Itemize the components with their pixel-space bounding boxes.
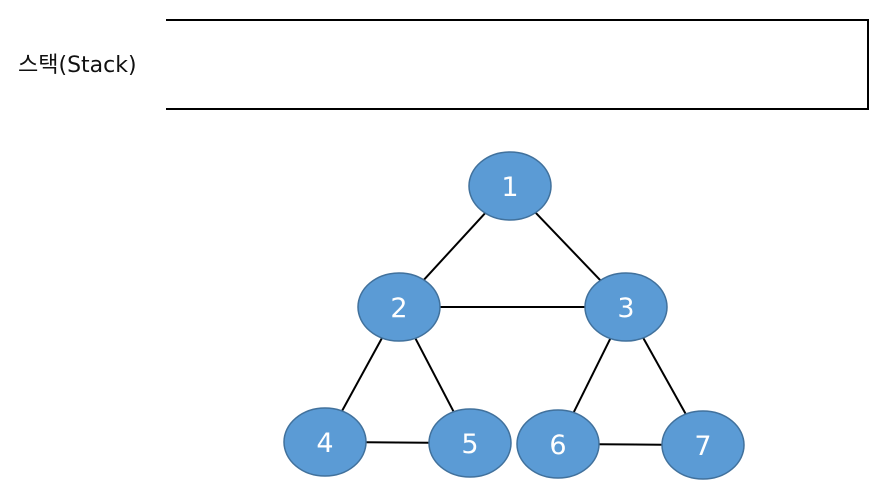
edge-1-2	[423, 212, 486, 281]
graph-nodes: 1 2 3 4 5 6 7	[283, 151, 745, 480]
node-1: 1	[468, 151, 552, 221]
edge-3-7	[642, 337, 687, 415]
node-5: 5	[428, 408, 512, 478]
node-5-label: 5	[461, 429, 478, 460]
node-6-circle	[516, 409, 600, 479]
graph-edges	[341, 211, 687, 446]
stack-label: 스택(Stack)	[18, 53, 137, 78]
stack-box	[166, 19, 869, 110]
node-2: 2	[357, 272, 441, 342]
node-6: 6	[516, 409, 600, 479]
node-2-label: 2	[390, 293, 407, 324]
node-2-circle	[357, 272, 441, 342]
node-3-circle	[584, 272, 668, 342]
edge-2-5	[414, 337, 455, 413]
node-7-circle	[661, 410, 745, 480]
node-7: 7	[661, 410, 745, 480]
edge-1-3	[534, 211, 602, 282]
edge-2-4	[341, 337, 383, 412]
node-7-label: 7	[694, 431, 711, 462]
node-4-label: 4	[316, 428, 333, 459]
node-6-label: 6	[549, 430, 566, 461]
node-1-label: 1	[501, 172, 518, 203]
node-1-circle	[468, 151, 552, 221]
edge-3-6	[572, 337, 612, 414]
node-5-circle	[428, 408, 512, 478]
node-4-circle	[283, 407, 367, 477]
node-3: 3	[584, 272, 668, 342]
node-4: 4	[283, 407, 367, 477]
node-3-label: 3	[617, 293, 634, 324]
